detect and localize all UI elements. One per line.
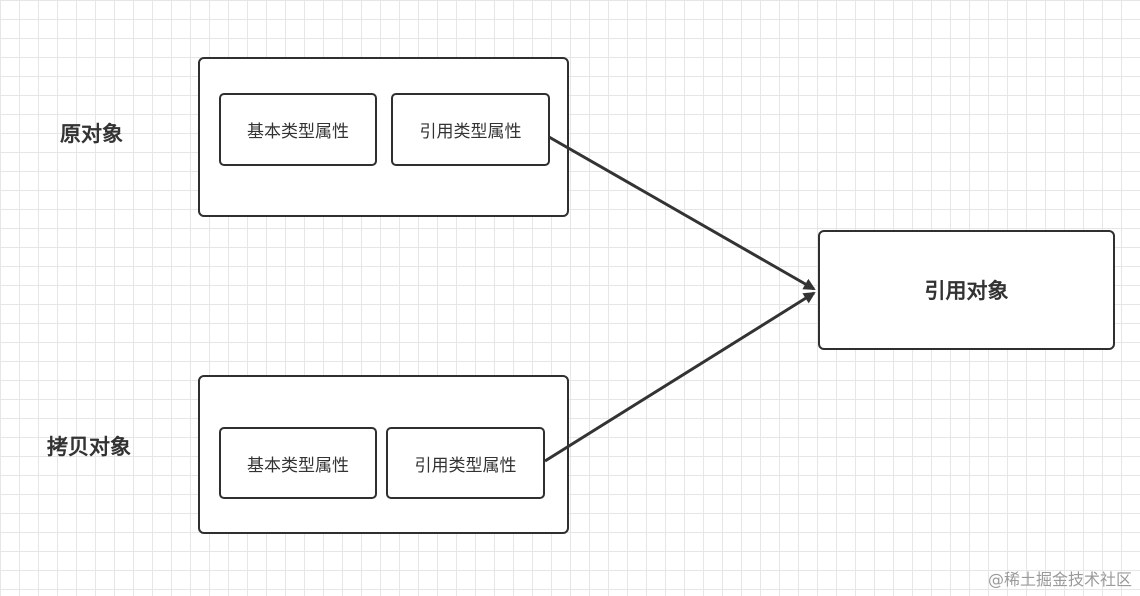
copy-object-label: 拷贝对象 [47, 435, 131, 459]
copy-ref-prop-box: 引用类型属性 [386, 427, 545, 499]
watermark-text: @稀土掘金技术社区 [987, 570, 1132, 589]
copy-basic-prop-box: 基本类型属性 [219, 427, 377, 499]
arrow-copy-to-reference [544, 291, 816, 463]
original-ref-prop-box: 引用类型属性 [391, 93, 550, 166]
reference-object-box: 引用对象 [818, 230, 1115, 350]
original-object-label: 原对象 [60, 122, 123, 146]
original-basic-prop-box: 基本类型属性 [219, 93, 377, 166]
arrow-original-to-reference [548, 135, 816, 291]
